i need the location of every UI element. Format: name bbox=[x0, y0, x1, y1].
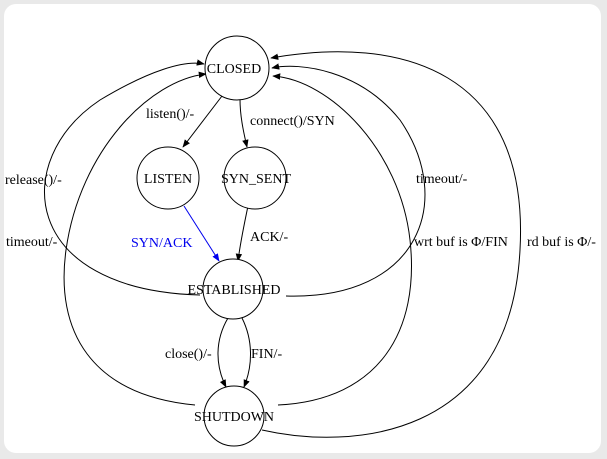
edge-fin bbox=[241, 317, 251, 388]
label-release: release()/- bbox=[5, 173, 62, 188]
label-syn-ack: SYN/ACK bbox=[131, 236, 192, 251]
label-timeout-right: timeout/- bbox=[416, 172, 468, 187]
state-closed-label: CLOSED bbox=[207, 62, 261, 77]
label-rd-buf: rd buf is Φ/- bbox=[527, 235, 596, 250]
edge-ack bbox=[235, 205, 249, 262]
edge-connect bbox=[239, 98, 249, 148]
edge-timeout-left bbox=[63, 71, 207, 406]
state-established-node bbox=[202, 258, 264, 320]
edge-rd-buf bbox=[261, 51, 522, 438]
label-ack: ACK/- bbox=[250, 230, 288, 245]
state-closed-node bbox=[204, 35, 270, 101]
edge-timeout-right bbox=[271, 63, 426, 297]
label-timeout-left: timeout/- bbox=[6, 235, 58, 250]
label-wrt-buf: wrt buf is Φ/FIN bbox=[414, 235, 508, 250]
edge-release bbox=[44, 59, 205, 296]
state-listen-label: LISTEN bbox=[144, 172, 192, 187]
label-close: close()/- bbox=[165, 347, 212, 362]
state-syn-sent-label: SYN_SENT bbox=[221, 172, 291, 187]
state-listen-node bbox=[136, 146, 200, 210]
state-shutdown-node bbox=[203, 385, 265, 447]
edge-listen bbox=[182, 95, 223, 148]
state-established-label: ESTABLISHED bbox=[188, 283, 281, 298]
label-listen: listen()/- bbox=[146, 107, 195, 122]
edge-wrt-buf bbox=[272, 73, 412, 406]
label-fin: FIN/- bbox=[251, 347, 282, 362]
state-syn-sent-node bbox=[223, 146, 287, 210]
label-connect: connect()/SYN bbox=[250, 114, 335, 129]
edge-close bbox=[217, 317, 229, 388]
diagram-card bbox=[4, 4, 601, 453]
state-shutdown-label: SHUTDOWN bbox=[194, 410, 274, 425]
edge-syn-ack bbox=[183, 205, 220, 262]
